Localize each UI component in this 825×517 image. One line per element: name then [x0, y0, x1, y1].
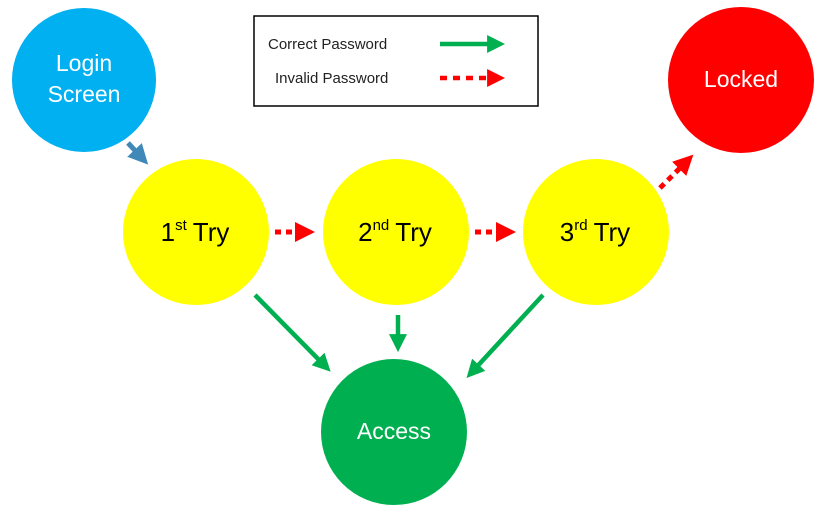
access-label: Access [357, 418, 431, 444]
arrow-try3-to-locked-invalid [658, 154, 694, 190]
legend-correct-label: Correct Password [268, 36, 387, 53]
arrow-try1-to-access [253, 293, 331, 372]
login-screen-circle [12, 8, 156, 152]
node-try2: 2nd Try [323, 159, 469, 305]
try2-number: 2 [358, 217, 372, 247]
node-access: Access [321, 359, 467, 505]
node-login-screen: Login Screen [12, 8, 156, 152]
try3-number: 3 [560, 217, 574, 247]
try2-circle [323, 159, 469, 305]
try1-suffix: st [175, 217, 188, 234]
try3-circle [523, 159, 669, 305]
legend-box [253, 15, 539, 107]
node-locked: Locked [668, 7, 814, 153]
try3-label: 3rd Try [560, 217, 630, 247]
arrow-try3-to-access [466, 293, 545, 378]
node-try3: 3rd Try [523, 159, 669, 305]
try2-label: 2nd Try [358, 217, 432, 247]
try3-suffix: rd [574, 217, 587, 234]
try1-number: 1 [161, 217, 175, 247]
legend-invalid-label: Invalid Password [275, 70, 388, 87]
arrow-login-to-try1 [126, 141, 149, 165]
try1-label: 1st Try [161, 217, 230, 247]
access-circle [321, 359, 467, 505]
legend: Correct Password Invalid Password [253, 15, 539, 107]
try1-word: Try [193, 217, 230, 247]
arrows [126, 141, 694, 378]
login-screen-label-line2: Screen [48, 81, 121, 107]
try2-word: Try [395, 217, 432, 247]
locked-label: Locked [704, 66, 778, 92]
locked-circle [668, 7, 814, 153]
try1-circle [123, 159, 269, 305]
login-screen-label-line1: Login [56, 50, 112, 76]
node-try1: 1st Try [123, 159, 269, 305]
try2-suffix: nd [373, 217, 390, 234]
try3-word: Try [594, 217, 631, 247]
